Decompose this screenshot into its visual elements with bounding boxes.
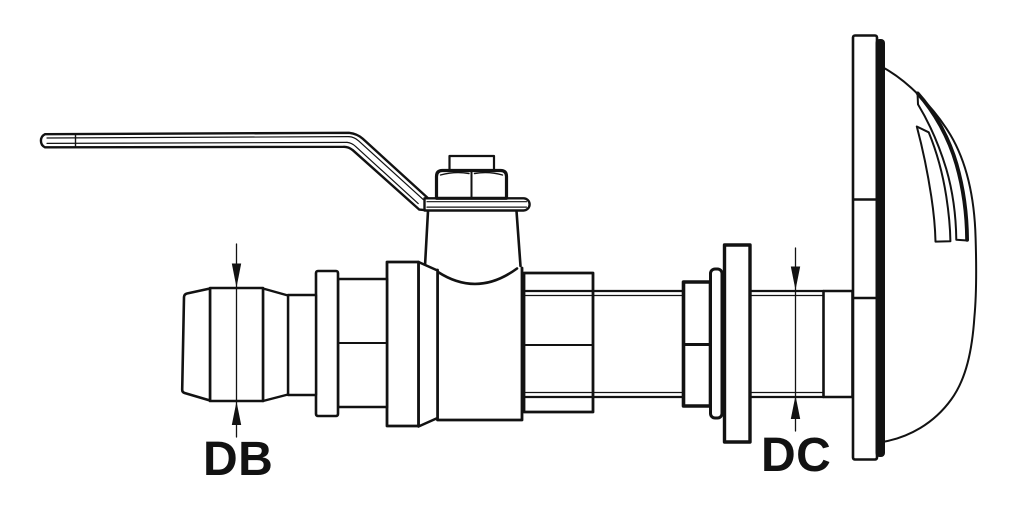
mounting-plate bbox=[851, 34, 879, 461]
dimension-db bbox=[231, 243, 242, 438]
body-joint-band bbox=[417, 260, 439, 428]
dimension-dc bbox=[790, 247, 801, 432]
hull-dome-slot-left bbox=[915, 125, 952, 243]
tail-pipe-section bbox=[524, 289, 685, 399]
mounting-plate-edge bbox=[875, 39, 885, 457]
stem-cap bbox=[448, 154, 496, 172]
barb-nose bbox=[180, 287, 212, 402]
handle-bend-inner-line-1 bbox=[348, 136, 424, 201]
washer bbox=[709, 267, 724, 420]
hull-dome-outline bbox=[883, 67, 978, 443]
inlet-collar-small bbox=[314, 269, 340, 418]
stem-nut-chamfer-right bbox=[473, 171, 504, 176]
handle-inner-line-bottom bbox=[46, 141, 348, 144]
dimension-label-dc: DC bbox=[761, 429, 832, 482]
dimension-dc-arrow-top bbox=[790, 266, 801, 290]
hull-dome-slot-right-thick-edge bbox=[915, 91, 969, 242]
pipe-end-collar bbox=[822, 289, 854, 399]
handle-base-plate bbox=[423, 197, 531, 212]
inlet-collar-large bbox=[385, 260, 420, 428]
dimension-db-arrow-bottom bbox=[231, 401, 242, 425]
valve-outlet-cap bbox=[522, 271, 595, 414]
valve-bonnet-right-edge bbox=[515, 209, 522, 268]
through-hull-pipe-section bbox=[749, 289, 825, 399]
dimension-label-db: DB bbox=[203, 433, 274, 486]
valve-body bbox=[436, 266, 524, 422]
handle-lever bbox=[39, 131, 429, 212]
handle-bend-inner-line-2 bbox=[346, 141, 419, 205]
valve-body-shoulder-arc bbox=[436, 267, 519, 286]
dimension-db-arrow-top bbox=[231, 263, 242, 288]
dimension-dc-arrow-bottom bbox=[790, 395, 801, 419]
barb-neck bbox=[286, 293, 318, 397]
handle-inner-line-top bbox=[46, 136, 350, 139]
barb-taper bbox=[261, 287, 290, 403]
flange-nut bbox=[722, 243, 752, 444]
stem-nut-chamfer-left bbox=[439, 171, 470, 176]
valve-bonnet-left-edge bbox=[423, 209, 430, 268]
